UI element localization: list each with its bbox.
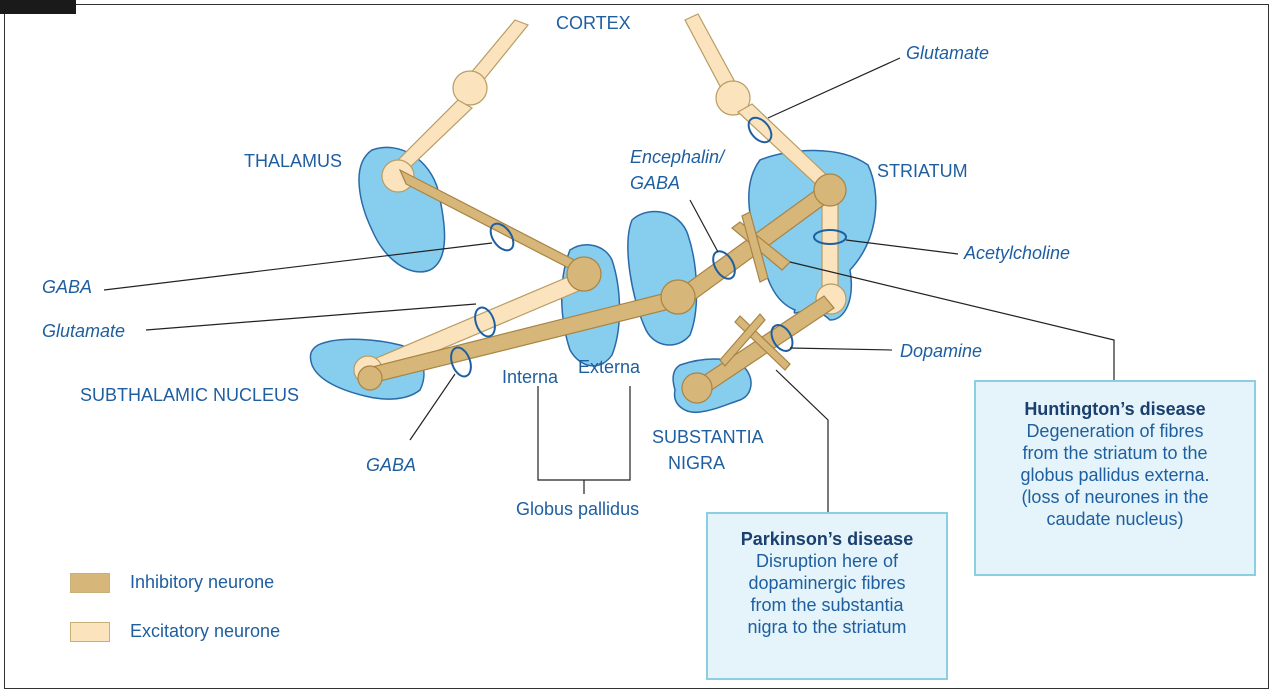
huntington-line: from the striatum to the xyxy=(976,442,1254,464)
legend-inhibitory: Inhibitory neurone xyxy=(70,572,274,593)
striatum-internal-link xyxy=(822,200,838,298)
excitatory-legend-label: Excitatory neurone xyxy=(130,621,280,642)
globus-interna-cell xyxy=(567,257,601,291)
huntington-line: (loss of neurones in the xyxy=(976,486,1254,508)
parkinson-line: dopaminergic fibres xyxy=(708,572,946,594)
encephalin-label-2: GABA xyxy=(630,172,680,194)
cortex-to-striatum-axon xyxy=(685,14,735,90)
huntington-box: Huntington’s disease Degeneration of fib… xyxy=(974,380,1256,576)
globus-bracket xyxy=(538,386,630,480)
parkinson-title: Parkinson’s disease xyxy=(708,528,946,550)
leader-glutamate-top xyxy=(768,58,900,118)
gaba-bottom-label: GABA xyxy=(366,454,416,476)
parkinson-line: nigra to the striatum xyxy=(708,616,946,638)
parkinson-line: from the substantia xyxy=(708,594,946,616)
externa-label: Externa xyxy=(578,356,640,378)
glutamate-top-label: Glutamate xyxy=(906,42,989,64)
leader-parkinson xyxy=(776,370,828,512)
cortex-label: CORTEX xyxy=(556,12,631,34)
thalamus-label: THALAMUS xyxy=(244,150,342,172)
dopamine-label: Dopamine xyxy=(900,340,982,362)
globus-pallidus-label: Globus pallidus xyxy=(516,498,639,520)
huntington-line: globus pallidus externa. xyxy=(976,464,1254,486)
excitatory-swatch xyxy=(70,622,110,642)
encephalin-label-1: Encephalin/ xyxy=(630,146,724,168)
parkinson-line: Disruption here of xyxy=(708,550,946,572)
globus-externa-cell xyxy=(661,280,695,314)
substantia-label-1: SUBSTANTIA xyxy=(652,426,764,448)
inhibitory-legend-label: Inhibitory neurone xyxy=(130,572,274,593)
substantia-nigra-cell xyxy=(682,373,712,403)
leader-dopamine xyxy=(790,348,892,350)
acetylcholine-label: Acetylcholine xyxy=(964,242,1070,264)
glutamate-left-label: Glutamate xyxy=(42,320,125,342)
huntington-title: Huntington’s disease xyxy=(976,398,1254,420)
parkinson-box: Parkinson’s disease Disruption here of d… xyxy=(706,512,948,680)
leader-encephalin xyxy=(690,200,718,252)
globus-externa-region xyxy=(628,212,697,345)
gaba-left-label: GABA xyxy=(42,276,92,298)
subthalamic-inhibitory-cell xyxy=(358,366,382,390)
legend-excitatory: Excitatory neurone xyxy=(70,621,280,642)
substantia-label-2: NIGRA xyxy=(668,452,725,474)
inhibitory-swatch xyxy=(70,573,110,593)
interna-label: Interna xyxy=(502,366,558,388)
striatum-upper-cell xyxy=(814,174,846,206)
subthalamic-label: SUBTHALAMIC NUCLEUS xyxy=(80,384,299,406)
huntington-line: caudate nucleus) xyxy=(976,508,1254,530)
huntington-line: Degeneration of fibres xyxy=(976,420,1254,442)
leader-glutamate-left xyxy=(146,304,476,330)
cortex-to-thalamus-axon xyxy=(470,20,528,82)
striatum-label: STRIATUM xyxy=(877,160,968,182)
